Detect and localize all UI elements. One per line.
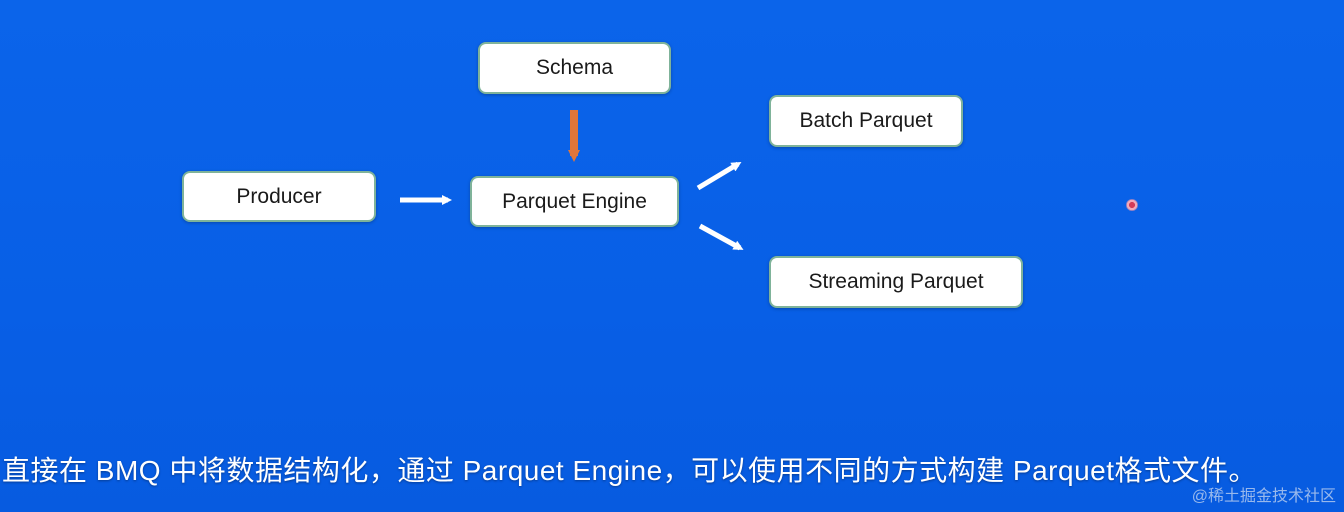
schema-node: Schema	[478, 42, 671, 94]
streaming-parquet-node: Streaming Parquet	[769, 256, 1023, 308]
schema-node-label: Schema	[535, 56, 614, 79]
subtitle-caption: 直接在 BMQ 中将数据结构化，通过 Parquet Engine，可以使用不同…	[2, 455, 1258, 486]
watermark: @稀土掘金技术社区	[1191, 488, 1336, 505]
batch-parquet-node-label: Batch Parquet	[799, 109, 933, 132]
batch-parquet-node: Batch Parquet	[769, 95, 963, 147]
producer-node: Producer	[182, 171, 376, 222]
parquet-engine-node-label: Parquet Engine	[502, 189, 647, 213]
parquet-engine-node: Parquet Engine	[470, 176, 679, 227]
laser-pointer-dot	[1126, 199, 1138, 211]
arrow-engine-to-batch	[696, 161, 742, 191]
producer-node-label: Producer	[236, 184, 322, 208]
arrow-engine-to-streaming	[698, 223, 744, 251]
streaming-parquet-node-label: Streaming Parquet	[808, 270, 984, 293]
